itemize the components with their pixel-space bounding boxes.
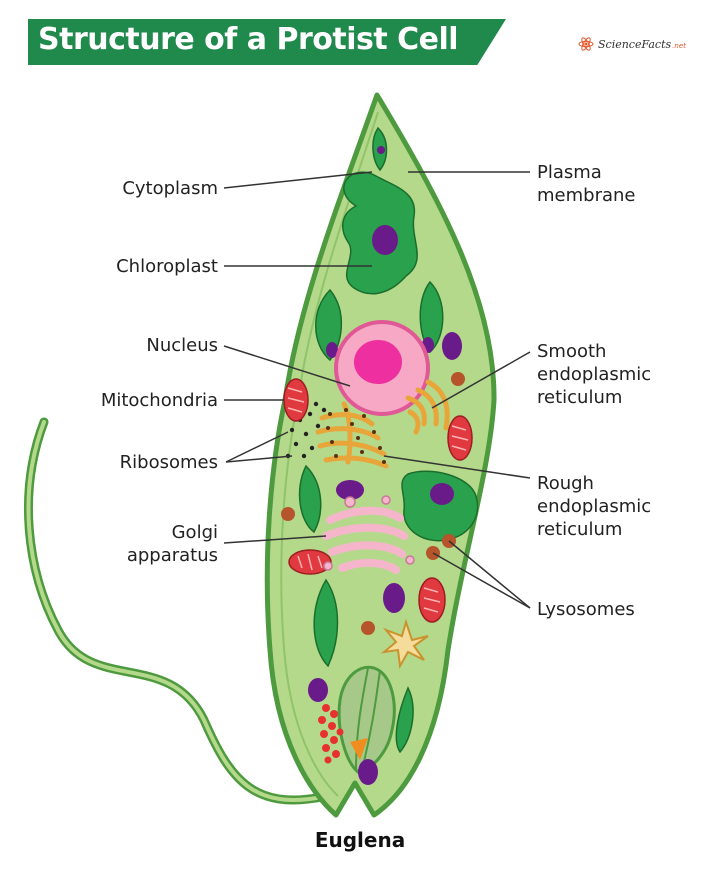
- brand-logo: ScienceFacts.net: [578, 36, 686, 52]
- label-smooth-line2: endoplasmic: [537, 364, 652, 385]
- brand-tld: .net: [672, 41, 686, 50]
- leader-golgi: [223, 535, 327, 544]
- eyespot-granules: [318, 704, 344, 764]
- leader-lysosomes-2: [432, 552, 531, 609]
- pyrenoid: [372, 225, 398, 255]
- label-golgi-line2: apparatus: [126, 545, 218, 566]
- vacuole-bottom-left: [308, 678, 328, 702]
- label-chloroplast: Chloroplast: [116, 256, 218, 277]
- lysosome-2: [281, 507, 295, 521]
- label-rough-line3: reticulum: [537, 519, 623, 540]
- label-rough-line1: Rough: [537, 473, 594, 494]
- leader-nucleus: [223, 345, 351, 387]
- label-ribosomes: Ribosomes: [119, 452, 218, 473]
- label-plasma-line2: membrane: [537, 185, 636, 206]
- title-banner: [28, 19, 506, 65]
- brand-name: ScienceFacts.net: [598, 37, 686, 51]
- atom-icon: [578, 37, 594, 51]
- page-title: Structure of a Protist Cell: [38, 22, 459, 57]
- flagellum-core: [26, 420, 324, 802]
- label-nucleus: Nucleus: [146, 335, 218, 356]
- mitochondrion-left: [283, 378, 309, 422]
- vacuole-middle: [336, 480, 364, 500]
- vacuole-right-middle: [430, 483, 454, 505]
- reservoir-line-1: [355, 667, 369, 771]
- leader-cytoplasm: [223, 171, 373, 189]
- label-smooth-line3: reticulum: [537, 387, 623, 408]
- reservoir-line-2: [361, 669, 381, 771]
- label-cytoplasm: Cytoplasm: [122, 178, 218, 199]
- chloroplast-lower-left: [313, 578, 339, 668]
- leader-ribosomes-2: [225, 455, 293, 463]
- lysosome-5: [361, 621, 375, 635]
- golgi-apparatus: [322, 495, 415, 574]
- chloroplast-left-middle: [298, 464, 322, 534]
- vacuole-small-left: [326, 342, 338, 358]
- rough-er: [315, 401, 389, 469]
- eyespot-dot: [377, 146, 385, 154]
- mitochondrion-lower-left: [288, 549, 332, 575]
- contractile-vacuole: [380, 618, 429, 670]
- label-smooth-line1: Smooth: [537, 341, 607, 362]
- cytoplasm-inner-edge: [280, 111, 379, 797]
- chloroplast-left: [315, 288, 342, 362]
- chloroplast-bottom-right: [395, 686, 414, 754]
- diagram-caption: Euglena: [314, 828, 406, 852]
- nucleolus: [354, 340, 402, 384]
- smooth-er: [405, 379, 450, 435]
- leader-lysosomes-1: [448, 540, 531, 609]
- leader-rough-er: [383, 455, 531, 479]
- leader-lines: [223, 171, 531, 609]
- vacuole-lower: [383, 583, 405, 613]
- label-rough-line2: endoplasmic: [537, 496, 652, 517]
- leader-smooth-er: [431, 351, 531, 409]
- vacuole-right-1: [442, 332, 462, 360]
- photoreceptor: [350, 738, 368, 760]
- mitochondrion-right: [447, 415, 473, 461]
- label-golgi-line1: Golgi: [171, 522, 218, 543]
- label-lysosomes: Lysosomes: [537, 599, 635, 620]
- leader-ribosomes-1: [225, 431, 289, 463]
- label-plasma-line1: Plasma: [537, 162, 602, 183]
- rough-er-ribosomes: [326, 408, 386, 464]
- mitochondrion-lower-right: [418, 577, 446, 623]
- lysosome-1: [451, 372, 465, 386]
- label-mitochondria: Mitochondria: [100, 390, 218, 411]
- vacuole-bottom-right: [358, 759, 378, 785]
